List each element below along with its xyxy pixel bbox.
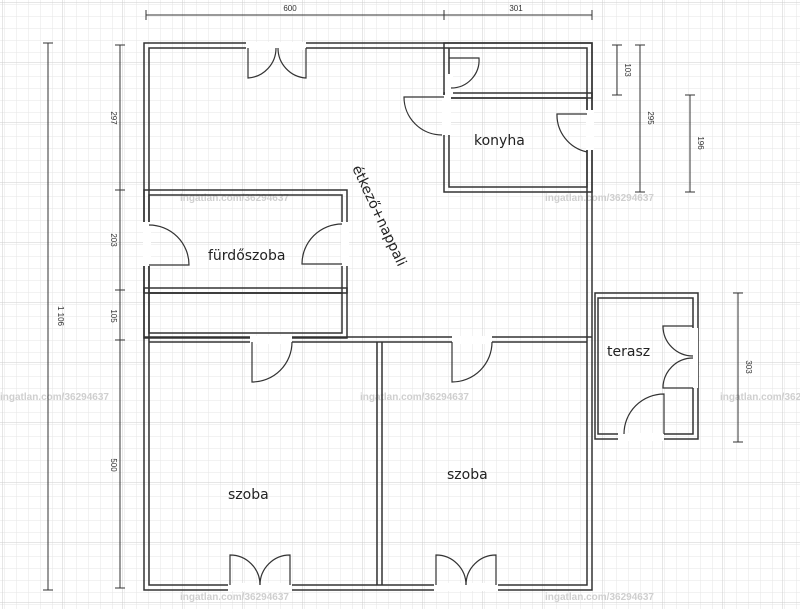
dim-top-right-width: 301 (509, 4, 523, 13)
door-arc (277, 47, 307, 79)
room-label-szoba-right: szoba (447, 467, 488, 483)
door-arc (435, 554, 467, 586)
door-arc (465, 554, 497, 586)
room-label-szoba-left: szoba (228, 487, 269, 503)
door-arc (451, 341, 493, 383)
dim-total-height: 1 106 (56, 306, 65, 327)
dimension-lines (43, 10, 743, 591)
watermark: ingatlan.com/36294637 (360, 392, 469, 403)
door-arc (662, 325, 694, 357)
door-gaps (143, 42, 698, 591)
watermark: ingatlan.com/36294637 (0, 392, 109, 403)
door-arc (229, 554, 261, 586)
dim-right-103: 103 (623, 63, 632, 77)
storage-wall (143, 287, 348, 339)
dim-terrace-303: 303 (744, 360, 753, 374)
dim-left-105: 105 (109, 309, 118, 323)
watermark: ingatlan.com/36294637 (545, 592, 654, 603)
watermark: ingatlan.com/36294637 (545, 193, 654, 204)
watermark: ingatlan.com/36294637 (720, 392, 800, 403)
storage-wall-inner (148, 292, 343, 334)
dim-left-203: 203 (109, 233, 118, 247)
dim-right-196: 196 (696, 136, 705, 150)
door-arc (247, 47, 277, 79)
door-arc (556, 113, 588, 153)
watermark: ingatlan.com/36294637 (180, 592, 289, 603)
door-arc (662, 357, 694, 389)
room-label-furdoszoba: fürdőszoba (208, 248, 285, 264)
pantry-wall (443, 42, 593, 99)
dim-top-width: 600 (283, 4, 297, 13)
door-arc (623, 393, 665, 435)
watermark: ingatlan.com/36294637 (180, 193, 289, 204)
dimension-labels: 600 301 1 106 297 203 105 500 103 295 19… (56, 4, 753, 472)
door-arc (403, 96, 444, 136)
door-arc (148, 224, 190, 266)
door-arc (259, 554, 291, 586)
room-label-konyha: konyha (474, 133, 525, 149)
room-label-terasz: terasz (607, 344, 650, 360)
doors (148, 47, 694, 586)
watermarks: ingatlan.com/36294637 ingatlan.com/36294… (0, 193, 800, 603)
door-arc (301, 223, 343, 265)
dim-left-500: 500 (109, 458, 118, 472)
dim-left-297: 297 (109, 111, 118, 125)
dim-right-295: 295 (646, 111, 655, 125)
door-arc (251, 341, 293, 383)
door-arc (449, 57, 480, 89)
